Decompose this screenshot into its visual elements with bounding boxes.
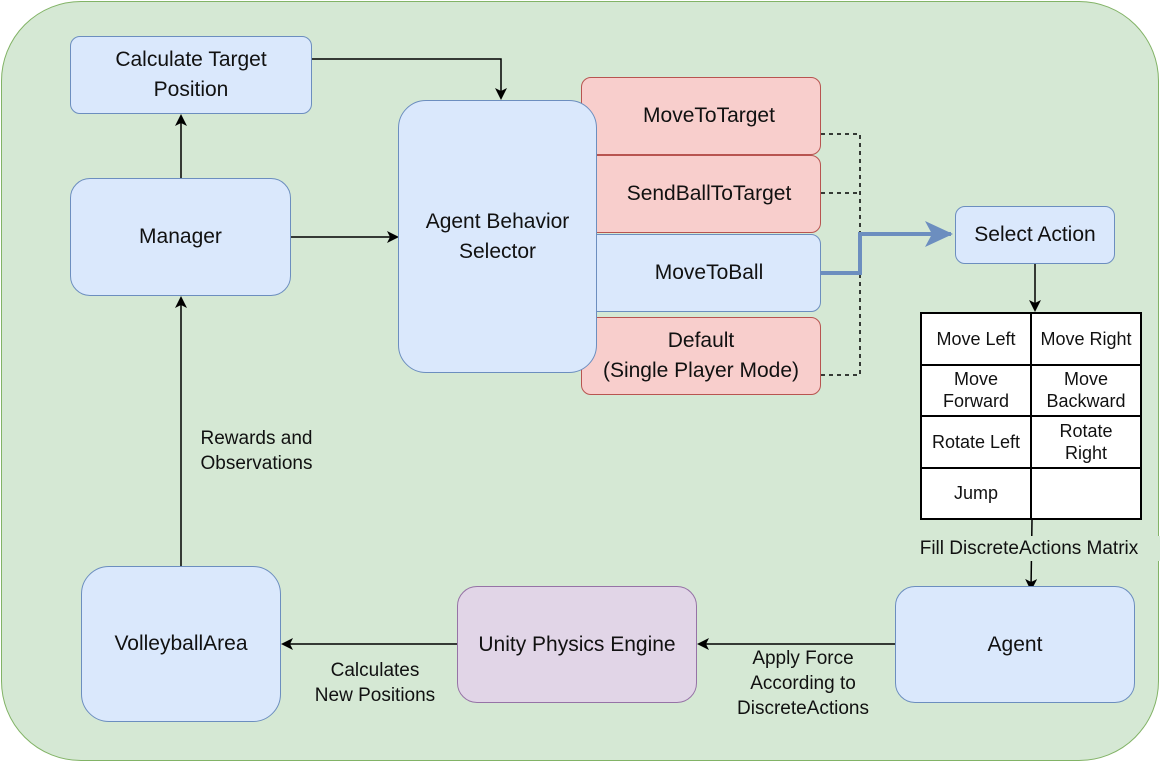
node-agent-label: Agent	[987, 632, 1043, 656]
node-agent-behavior-selector: Agent Behavior Selector	[398, 100, 597, 373]
action-cell: Move Left	[921, 313, 1031, 365]
edge-dashed-move-to-target	[821, 133, 861, 234]
node-unity-physics-engine: Unity Physics Engine	[457, 586, 697, 703]
node-volleyball-area-label: VolleyballArea	[114, 632, 248, 655]
label-fill-matrix: Fill DiscreteActions Matrix	[898, 536, 1160, 561]
node-select-action-label: Select Action	[974, 223, 1096, 246]
node-agent: Agent	[895, 586, 1135, 703]
node-manager-label: Manager	[139, 225, 222, 248]
node-move-to-ball-label: MoveToBall	[654, 261, 764, 284]
action-cell: Rotate Left	[921, 416, 1031, 468]
node-select-action: Select Action	[955, 206, 1115, 264]
action-cell-empty	[1031, 467, 1141, 519]
node-default-mode-label: Default (Single Player Mode)	[602, 329, 800, 382]
node-calculate-target-position: Calculate Target Position	[70, 36, 312, 114]
label-rewards-observations: Rewards and Observations	[200, 428, 313, 474]
node-volleyball-area: VolleyballArea	[81, 566, 281, 722]
edge-move-to-ball-to-select-action	[821, 221, 953, 275]
node-move-to-target-label: MoveToTarget	[643, 104, 775, 127]
node-move-to-ball: MoveToBall	[581, 234, 821, 312]
action-cell: Move Backward	[1031, 364, 1141, 416]
label-calculates-positions: Calculates New Positions	[314, 660, 436, 706]
action-cell: Move Forward	[921, 364, 1031, 416]
node-calculate-target-position-label: Calculate Target Position	[115, 48, 267, 101]
node-send-ball-to-target-label: SendBallToTarget	[626, 182, 792, 205]
action-cell: Rotate Right	[1031, 416, 1141, 468]
node-default-mode: Default (Single Player Mode)	[581, 317, 821, 395]
edge-dashed-default	[821, 234, 861, 376]
node-move-to-target: MoveToTarget	[581, 77, 821, 155]
label-apply-force: Apply Force According to DiscreteActions	[737, 648, 869, 719]
node-manager: Manager	[70, 178, 291, 296]
action-cell: Move Right	[1031, 313, 1141, 365]
action-cell: Jump	[921, 467, 1031, 519]
node-send-ball-to-target: SendBallToTarget	[581, 155, 821, 233]
node-unity-physics-engine-label: Unity Physics Engine	[478, 632, 676, 656]
discrete-actions-matrix: Move Left Move Right Move Forward Move B…	[920, 312, 1142, 520]
node-agent-behavior-selector-label: Agent Behavior Selector	[425, 209, 570, 263]
edge-target-to-selector	[312, 58, 507, 100]
